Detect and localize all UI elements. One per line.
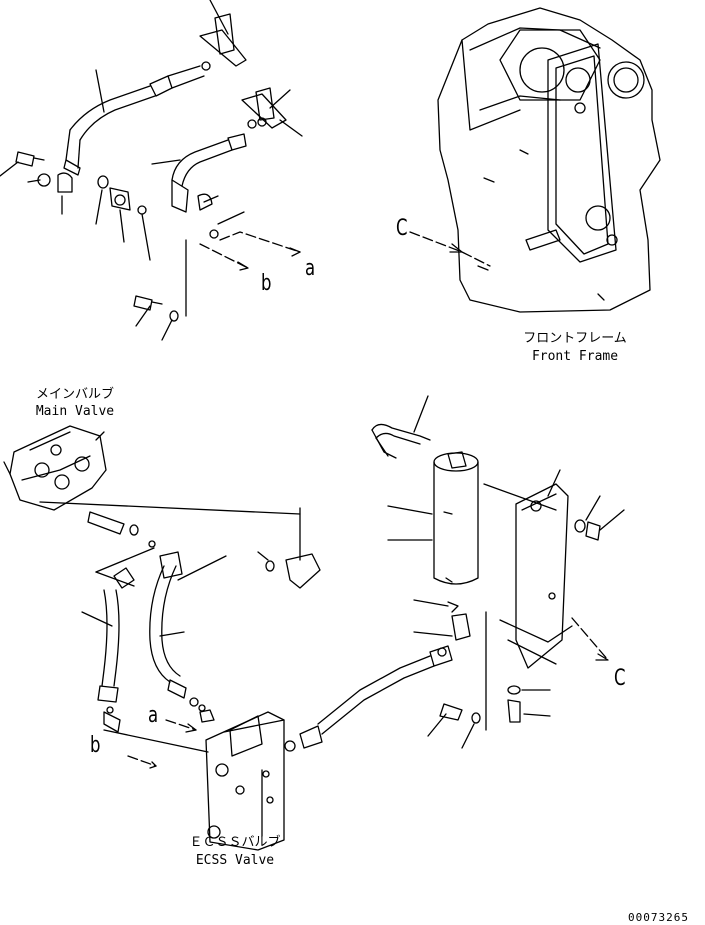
callout-c-upper: C: [396, 216, 408, 241]
upper-left-hose-assembly: [0, 0, 303, 341]
callout-a-upper: a: [305, 256, 316, 281]
accumulator-assembly: [371, 395, 625, 749]
front-frame-drawing: [409, 7, 661, 313]
callout-b-upper: b: [261, 271, 272, 296]
callout-a-lower: a: [148, 703, 159, 728]
ecss-valve-caption-jp: ＥＣＳＳバルブ: [189, 835, 281, 850]
front-frame-caption-jp: フロントフレーム: [523, 331, 627, 346]
main-valve-caption-en: Main Valve: [35, 404, 115, 419]
ecss-valve-caption-en: ECSS Valve: [195, 853, 275, 868]
main-valve-caption-jp: メインバルブ: [35, 387, 114, 402]
front-frame-caption-en: Front Frame: [531, 349, 619, 364]
callout-c-lower: C: [614, 666, 626, 691]
main-valve-drawing: [3, 425, 156, 548]
drawing-reference-number: 00073265: [628, 911, 689, 924]
callout-b-lower: b: [90, 733, 101, 758]
lower-hose-assembly: [39, 501, 453, 851]
